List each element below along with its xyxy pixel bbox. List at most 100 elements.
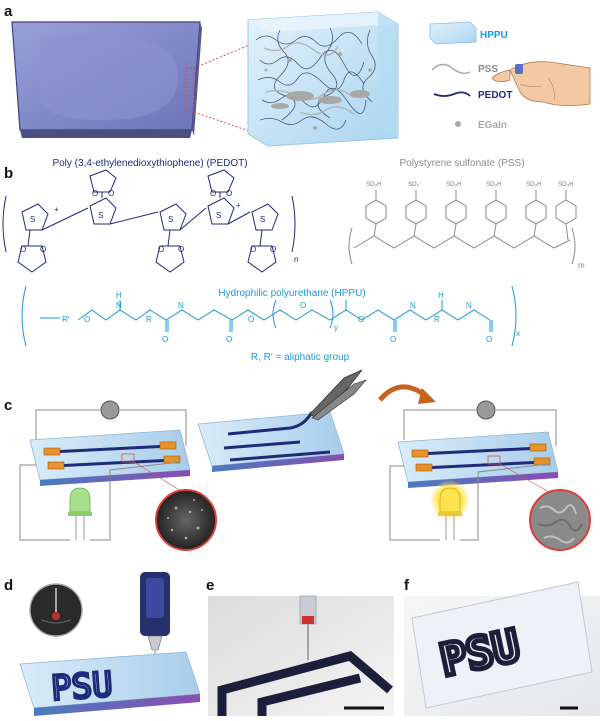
pss-group-5: SO₃H [526,182,541,188]
legend-pss: PSS [431,63,498,75]
hppu-note: R, R′ = aliphatic group [251,352,350,363]
pedot-plus-2: + [236,201,241,210]
hppu-o-2: O [162,335,168,344]
pedot-o-3: O [92,189,98,198]
panel-label-a: a [4,3,13,20]
printer-syringe [140,572,170,662]
hppu-h-2: H [438,291,444,300]
circuit-left [19,400,217,551]
legend-hppu-label: HPPU [480,30,508,41]
pss-title: Polystyrene sulfonate (PSS) [399,158,524,169]
composite-cube [247,11,399,147]
pedot-s-2: S [98,211,103,220]
finger-illustration [491,61,591,106]
pedot-o-5: O [158,245,164,254]
printed-trace-e [217,651,393,716]
egain-droplets [264,52,372,130]
panel-label-f: f [404,577,410,594]
hppu-r-2: R [434,315,440,324]
hppu-o-1: O [84,315,90,324]
panel-e: e [206,577,394,716]
hppu-o-5: O [300,301,306,310]
pedot-o-10: O [270,245,276,254]
hppu-n-2: N [178,301,184,310]
pedot-s-3: S [168,215,173,224]
panel-label-d: d [4,577,13,594]
pedot-unit-4 [207,169,235,225]
hppu-o-4: O [248,315,254,324]
pedot-o-8: O [226,189,232,198]
process-arrow [378,384,428,402]
pedot-structure [2,169,296,273]
panel-f: f PSU [404,577,600,716]
pss-group-3: SO₃H [446,182,461,188]
pedot-s-1: S [30,215,35,224]
pedot-unit-1 [17,203,49,273]
hppu-sub-y: y [334,323,338,332]
hppu-r-prime: R′ [62,315,70,324]
print-substrate-d: PSU [19,651,201,716]
hppu-o-8: O [486,335,492,344]
pedot-s-5: S [260,215,265,224]
hppu-r-1: R [146,315,152,324]
pss-groups: SO₃H SO₃⁻ SO₃H SO₃H SO₃H SO₃H m [366,182,585,270]
pedot-o-2: O [40,245,46,254]
legend-pedot-label: PEDOT [478,90,512,101]
zoom-connector [185,43,253,133]
hppu-title: Hydrophilic polyurethane (HPPU) [218,288,365,299]
hppu-structure [21,285,517,347]
pedot-s-4: S [216,211,221,220]
needle-e [299,595,317,660]
hppu-sub-x: x [516,329,520,338]
panel-label-b: b [4,165,13,182]
legend-hppu: HPPU [429,21,508,45]
pss-group-6: SO₃H [558,182,573,188]
pedot-unit-2 [89,169,117,225]
panel-b: b Poly (3,4-ethylenedioxythiophene) (PED… [2,158,585,363]
pedot-o-9: O [250,245,256,254]
panel-label-e: e [206,577,214,594]
pedot-unit-5 [247,203,279,273]
legend-egain: EGaIn [455,120,507,131]
stretch-step [197,369,436,472]
glass-slide-f [411,581,593,709]
pedot-title: Poly (3,4-ethylenedioxythiophene) (PEDOT… [52,158,247,169]
printed-text-d: PSU [50,665,114,709]
panel-d: d PSU [4,572,201,716]
pedot-sub-n: n [294,255,298,264]
pedot-o-7: O [210,189,216,198]
circuit-right [389,400,591,551]
legend: HPPU PSS PEDOT EGaIn [429,21,512,131]
pss-chains [263,42,355,116]
hppu-h-1: H [116,291,122,300]
hppu-o-6: O [358,315,364,324]
hppu-o-3: O [226,335,232,344]
pedot-o-1: O [20,245,26,254]
hppu-atoms: R′ O N H R N O O O O y O O N R H N O x [62,291,520,344]
pedot-atoms: S S S S S + + O O O O O O O O O O n [20,189,298,264]
panel-a: a [4,3,591,147]
pss-group-4: SO₃H [486,182,501,188]
pss-rings [365,199,577,225]
led-off [68,487,92,540]
panel-label-c: c [4,397,12,414]
hppu-o-7: O [390,335,396,344]
pedot-o-4: O [108,189,114,198]
legend-egain-label: EGaIn [478,120,507,131]
substrate-slab [11,21,202,138]
hppu-n-3: N [410,301,416,310]
legend-pedot: PEDOT [433,90,512,101]
pss-structure [348,190,577,265]
pedot-o-6: O [178,245,184,254]
sem-image-left [155,489,217,551]
hppu-n-1: N [116,301,122,310]
pss-sub-m: m [578,261,585,270]
legend-pss-label: PSS [478,64,498,75]
battery-right [476,400,496,420]
led-on [438,487,462,540]
pss-group-1: SO₃H [366,182,381,188]
battery-left [100,400,120,420]
pss-group-2: SO₃⁻ [408,182,422,188]
panel-c: c [4,369,591,551]
